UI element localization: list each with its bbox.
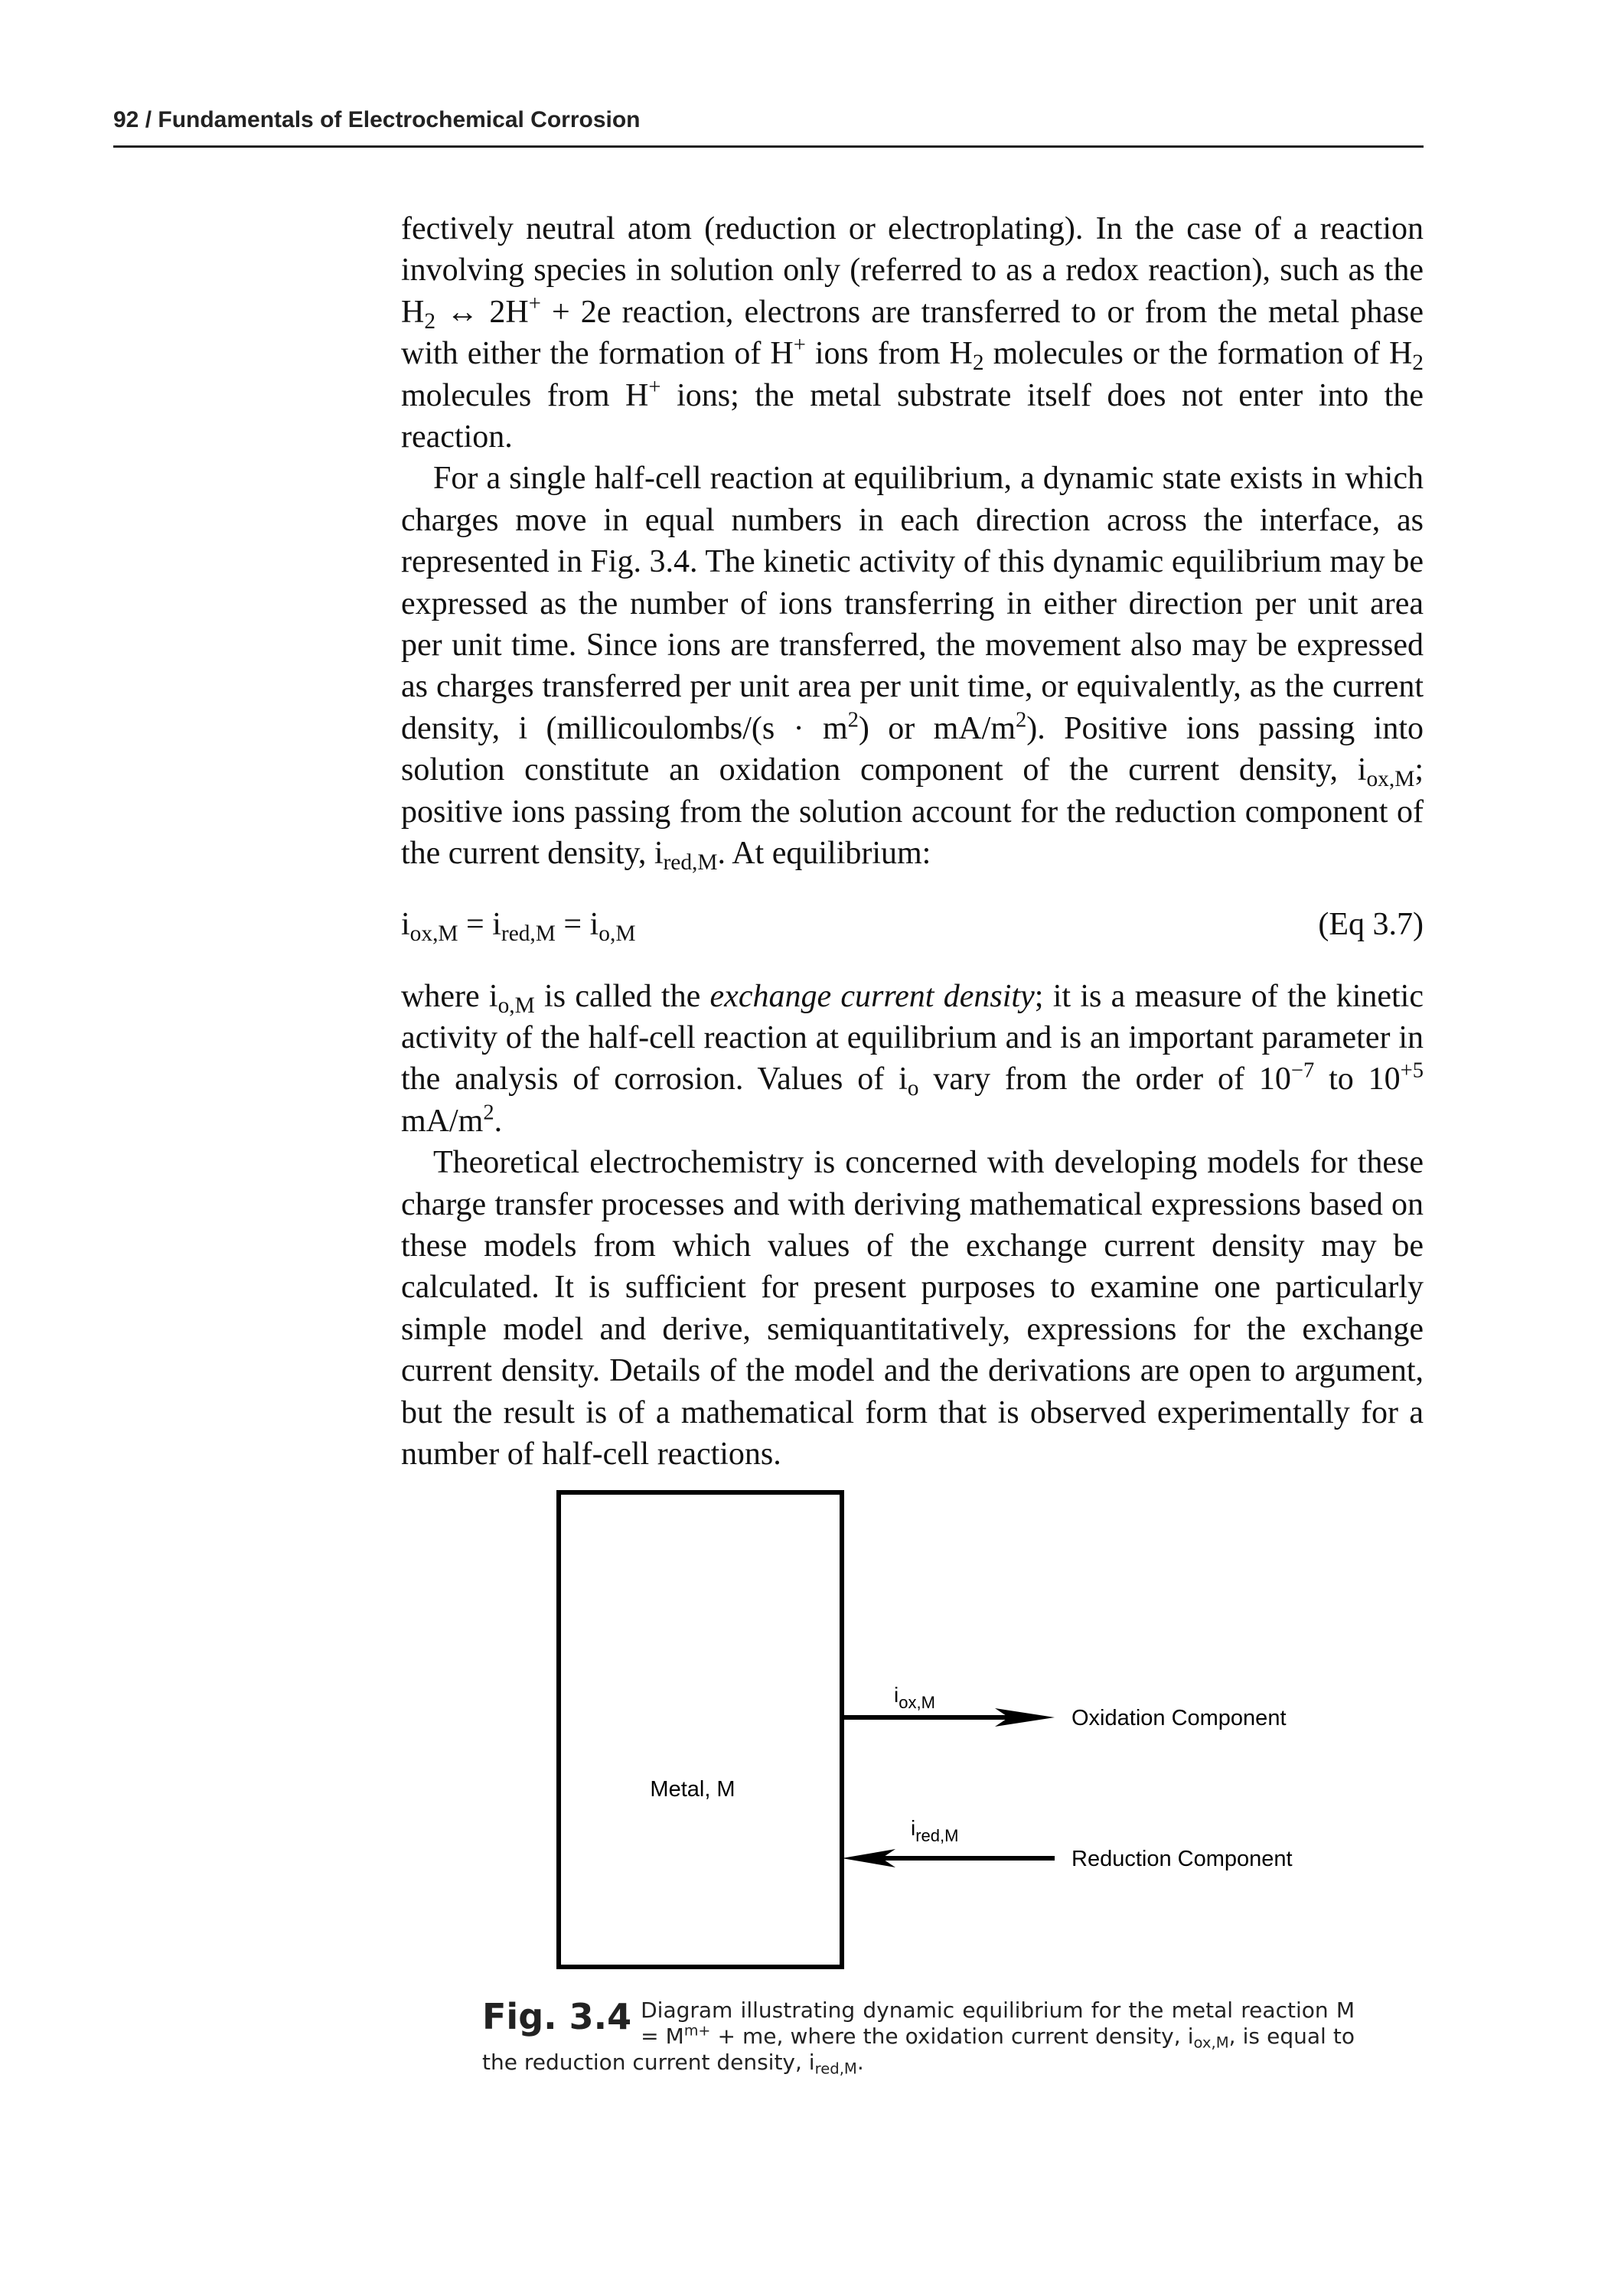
header-rule [113,145,1424,148]
text-run: molecules from H [401,377,649,413]
text-run: ions; the metal substrate itself does no… [401,377,1424,455]
reduction-current-label: ired,M [911,1816,958,1845]
superscript: 2 [847,708,859,732]
equation-number: (Eq 3.7) [1318,906,1424,942]
superscript: 2 [483,1101,494,1125]
subscript: ox,M [409,921,458,946]
text-run: + me, where the oxidation current densit… [710,2024,1194,2049]
reduction-component-label: Reduction Component [1071,1847,1293,1871]
superscript: +5 [1400,1058,1424,1083]
paragraph-4: Theoretical electrochemistry is concerne… [401,1145,1424,1472]
paragraph-1: fectively neutral atom (reduction or ele… [401,208,1424,458]
text-run: For a single half-cell reaction at equil… [401,461,1424,746]
superscript: + [793,333,806,357]
figure-label: Fig. 3.4 [482,1996,632,2037]
text-run: , is equal to the reduction current dens… [482,2024,1355,2075]
subscript: ox,M [1193,2033,1229,2052]
superscript: m+ [683,2022,711,2040]
subscript: red,M [814,2060,857,2078]
text-run: ). Positive ions passing into solution c… [401,710,1424,788]
text-run: where i [401,978,498,1014]
text-run: fectively neutral atom (reduction or ele… [401,211,1424,330]
paragraph-3: where io,M is called the exchange curren… [401,976,1424,1143]
text-run: + 2e reaction, electrons are transferred… [401,294,1424,372]
eq-operator: = [458,906,493,942]
superscript: 2 [1016,708,1027,732]
eq-symbol: i [589,906,599,942]
eq-symbol: i [401,906,410,942]
subscript: red,M [501,921,556,946]
paragraph-2: For a single half-cell reaction at equil… [401,458,1424,874]
superscript: + [648,374,661,399]
subscript: o,M [497,993,535,1018]
text-run: ions from H [805,336,973,372]
text-run: . [494,1103,503,1139]
text-run: is called the [534,978,710,1014]
eq-symbol: i [492,906,501,942]
superscript: −7 [1290,1058,1315,1083]
equation-3-7: iox,M = ired,M = io,M (Eq 3.7) [401,904,1424,945]
reduction-arrow-head [842,1849,895,1867]
emphasis-term: exchange current density [709,978,1035,1014]
equation-body: iox,M = ired,M = io,M [401,904,635,945]
text-run: molecules or the formation of H [983,336,1413,372]
subscript: ox,M [1366,767,1415,792]
text-run: to 10 [1314,1062,1401,1097]
subscript: 2 [1412,351,1424,376]
text-run: mA/m [401,1103,484,1139]
subscript: 2 [972,351,984,376]
oxidation-arrow-head [995,1708,1055,1727]
text-run: Diagram illustrating dynamic equilibrium… [641,1998,1355,2049]
subscript: o,M [599,921,636,946]
text-run: ↔ 2H [435,294,529,330]
oxidation-component-label: Oxidation Component [1071,1706,1287,1730]
subscript: o [907,1076,919,1101]
text-run: ; it is a measure of the kinetic activit… [401,978,1424,1097]
text-run: ; positive ions passing from the solutio… [401,752,1424,872]
text-run: . At equilibrium: [717,836,931,872]
text-run: . [856,2050,864,2075]
metal-box [556,1490,844,1969]
body-text: fectively neutral atom (reduction or ele… [401,208,1424,1475]
subscript: red,M [663,850,718,876]
text-run: ) or mA/m [858,710,1016,746]
metal-label: Metal, M [650,1777,735,1802]
oxidation-current-label: iox,M [894,1683,935,1712]
superscript: + [528,292,541,316]
subscript: 2 [424,309,436,334]
running-header: 92 / Fundamentals of Electrochemical Cor… [113,107,641,132]
eq-operator: = [555,906,590,942]
text-run: vary from the order of 10 [918,1062,1291,1097]
